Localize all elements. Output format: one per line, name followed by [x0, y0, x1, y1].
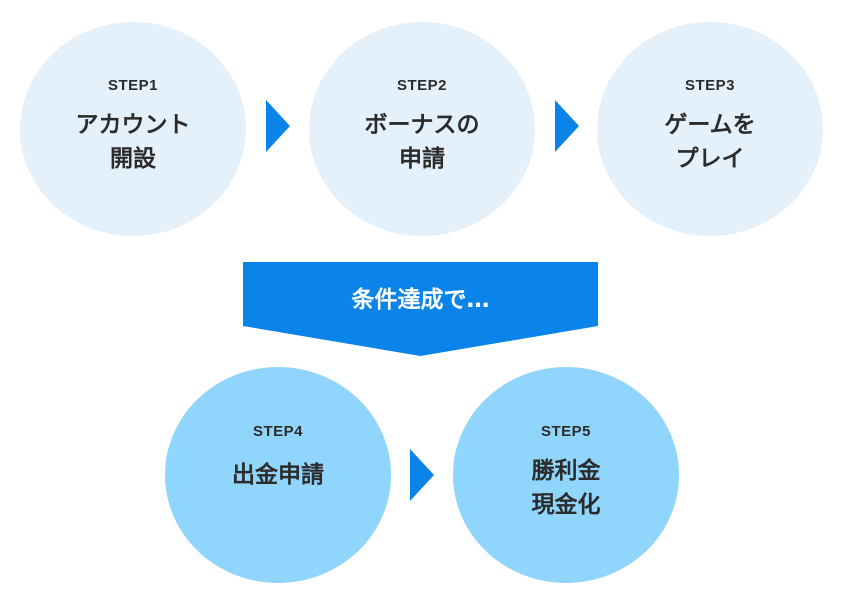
- step5-circle: STEP5 勝利金 現金化: [453, 367, 679, 583]
- step2-title-line2: 申請: [399, 146, 445, 172]
- step5-title-line2: 現金化: [531, 492, 601, 518]
- step2-title-line1: ボーナスの: [364, 112, 480, 138]
- condition-banner-shape: [243, 262, 598, 356]
- step3-title-line2: プレイ: [675, 146, 745, 172]
- step3-label: STEP3: [684, 77, 736, 94]
- step4-label: STEP4: [252, 423, 304, 440]
- step3-title-line1: ゲームを: [664, 112, 756, 138]
- step5-label: STEP5: [540, 423, 592, 440]
- step5-title-line1: 勝利金: [531, 458, 601, 484]
- condition-text: 条件達成で…: [351, 287, 490, 313]
- step2-circle: STEP2 ボーナスの 申請: [309, 22, 535, 236]
- step4-title-line1: 出金申請: [232, 462, 324, 488]
- step3-title: ゲームを プレイ: [664, 108, 755, 176]
- step2-label: STEP2: [396, 77, 448, 94]
- step1-label: STEP1: [107, 77, 159, 94]
- arrow-right-icon: [410, 449, 434, 501]
- step1-circle: STEP1 アカウント 開設: [20, 22, 246, 236]
- step4-title: 出金申請: [232, 458, 324, 492]
- step1-title: アカウント 開設: [76, 108, 191, 176]
- step2-title: ボーナスの 申請: [365, 108, 480, 176]
- step4-circle: STEP4 出金申請: [165, 367, 391, 583]
- arrow-right-icon: [555, 100, 579, 152]
- arrow-right-icon: [266, 100, 290, 152]
- step3-circle: STEP3 ゲームを プレイ: [597, 22, 823, 236]
- step1-title-line1: アカウント: [75, 112, 191, 138]
- step5-title: 勝利金 現金化: [532, 454, 601, 522]
- step1-title-line2: 開設: [110, 146, 156, 172]
- condition-banner: 条件達成で…: [243, 262, 598, 356]
